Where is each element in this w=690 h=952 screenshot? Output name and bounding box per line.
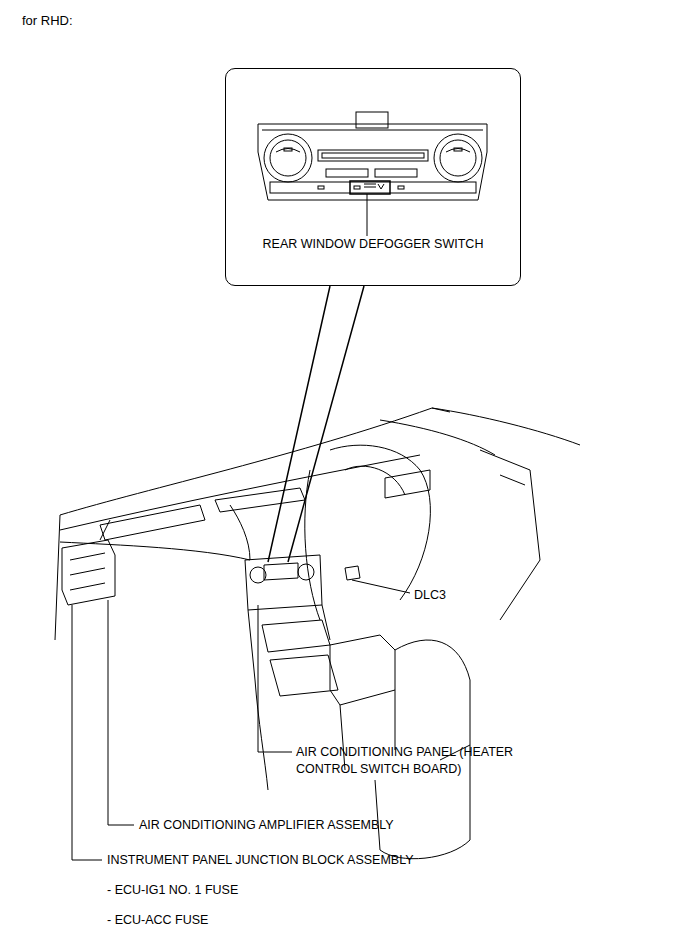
heater-control-panel (258, 112, 487, 236)
part-label: REAR WINDOW DEFOGGER SWITCH (226, 236, 520, 253)
leader-line (72, 605, 102, 860)
leader-line (108, 600, 134, 825)
callout-box: REAR WINDOW DEFOGGER SWITCH (225, 68, 521, 286)
dashboard (55, 408, 580, 860)
part-label: AIR CONDITIONING AMPLIFIER ASSEMBLY (139, 817, 394, 834)
part-label: DLC3 (414, 587, 446, 604)
title: for RHD: (22, 12, 73, 29)
part-label: - ECU-ACC FUSE (107, 912, 208, 929)
part-label: AIR CONDITIONING PANEL (HEATER CONTROL S… (296, 744, 566, 778)
part-label: - ECU-IG1 NO. 1 FUSE (107, 882, 238, 899)
leader-line (352, 580, 410, 593)
callout-pointer (268, 286, 364, 562)
leader-line (258, 605, 292, 752)
part-label: INSTRUMENT PANEL JUNCTION BLOCK ASSEMBLY (107, 852, 414, 869)
leader-line (367, 194, 368, 236)
